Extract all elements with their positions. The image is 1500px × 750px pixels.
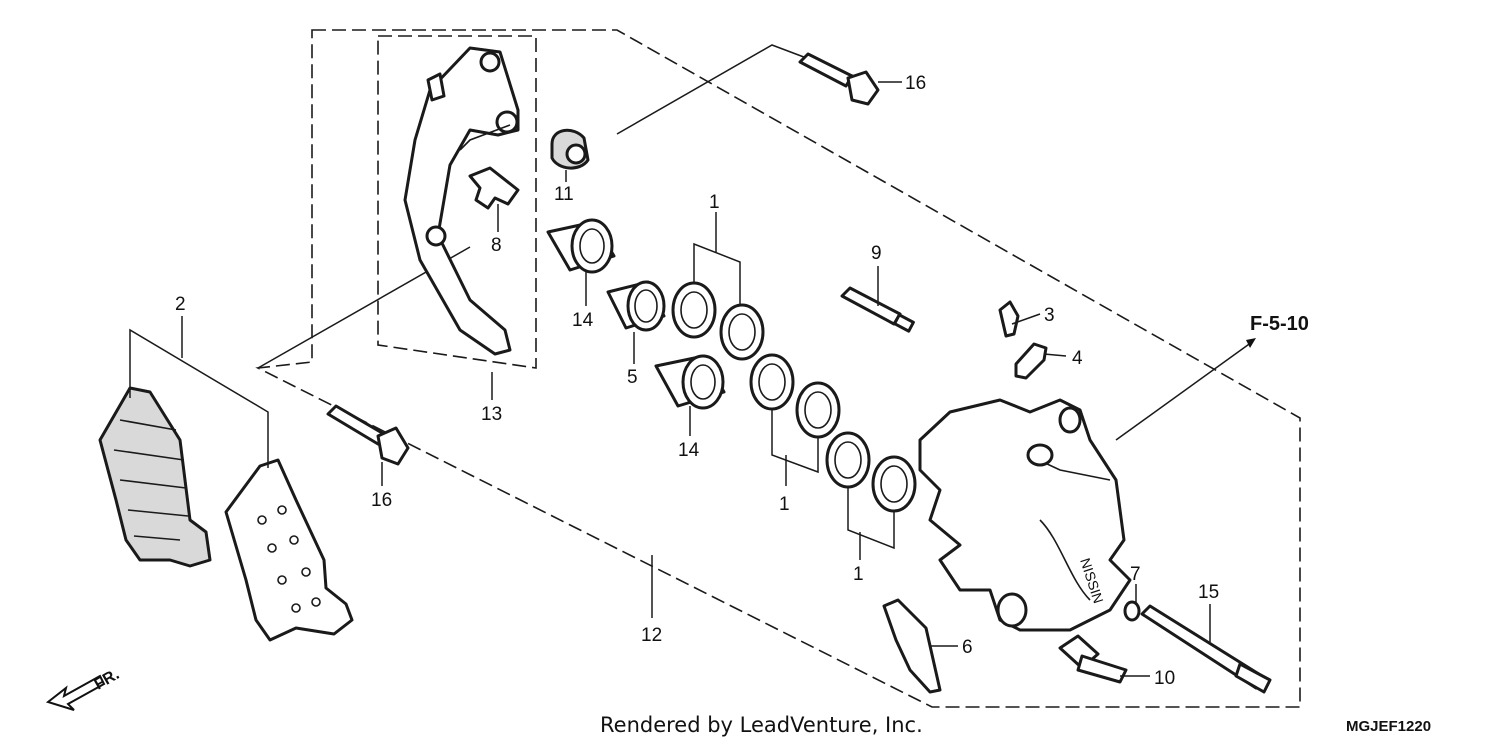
callout-14: 14 bbox=[678, 440, 700, 461]
callout-11: 11 bbox=[554, 184, 574, 205]
pad-spring bbox=[468, 166, 520, 210]
callout-6: 6 bbox=[962, 637, 973, 658]
callout-4: 4 bbox=[1072, 348, 1083, 369]
callout-13: 13 bbox=[481, 404, 502, 425]
caliper-bolt bbox=[1058, 634, 1128, 684]
pad-retainer bbox=[882, 598, 942, 694]
callout-8: 8 bbox=[491, 235, 502, 256]
diagram-code: MGJEF1220 bbox=[1346, 718, 1431, 735]
seal-ring bbox=[719, 303, 765, 361]
washer bbox=[1123, 600, 1141, 622]
brake-pad-outer bbox=[98, 386, 212, 568]
callout-1: 1 bbox=[709, 192, 720, 213]
slide-pin bbox=[840, 286, 915, 333]
bleed-screw-cap bbox=[1014, 342, 1048, 380]
callout-1: 1 bbox=[779, 494, 790, 515]
seal-ring bbox=[871, 455, 917, 513]
caliper-body: NISSIN bbox=[918, 398, 1132, 632]
bleed-screw bbox=[998, 300, 1020, 338]
callout-15: 15 bbox=[1198, 582, 1219, 603]
leader-line bbox=[616, 44, 871, 135]
seal-ring bbox=[749, 353, 795, 411]
group-bracket bbox=[693, 242, 741, 305]
callout-14: 14 bbox=[572, 310, 594, 331]
leader-line bbox=[1043, 353, 1067, 357]
seal-ring bbox=[671, 281, 717, 339]
assembly-outline bbox=[255, 29, 1301, 708]
pin-bolt bbox=[1140, 604, 1272, 694]
callout-9: 9 bbox=[871, 243, 882, 264]
render-credit: Rendered by LeadVenture, Inc. bbox=[600, 713, 923, 737]
caliper-bracket bbox=[403, 46, 520, 356]
seal-ring bbox=[825, 431, 871, 489]
brake-pad-inner bbox=[224, 458, 354, 642]
callout-12: 12 bbox=[641, 625, 662, 646]
callout-7: 7 bbox=[1130, 564, 1141, 585]
piston bbox=[546, 218, 616, 274]
arrow-head bbox=[1246, 338, 1256, 348]
seal-ring bbox=[795, 381, 841, 439]
reference-label: F-5-10 bbox=[1250, 313, 1309, 335]
boot bbox=[550, 128, 590, 170]
leader-line bbox=[1011, 313, 1041, 325]
leader-line bbox=[1115, 341, 1253, 441]
group-bracket bbox=[129, 328, 269, 468]
callout-5: 5 bbox=[627, 367, 638, 388]
callout-16: 16 bbox=[905, 73, 926, 94]
callout-3: 3 bbox=[1044, 305, 1055, 326]
callout-1: 1 bbox=[853, 564, 864, 585]
callout-2: 2 bbox=[175, 294, 186, 315]
callout-16: 16 bbox=[371, 490, 392, 511]
group-bracket bbox=[847, 487, 895, 550]
mounting-bolt-lower bbox=[326, 404, 410, 466]
group-bracket bbox=[771, 409, 819, 474]
piston bbox=[606, 280, 666, 332]
callout-10: 10 bbox=[1154, 668, 1175, 689]
front-direction-arrow: FR. bbox=[45, 666, 122, 711]
bracket-subassembly-outline bbox=[377, 35, 537, 369]
mounting-bolt-upper bbox=[798, 52, 880, 106]
piston bbox=[654, 354, 726, 410]
